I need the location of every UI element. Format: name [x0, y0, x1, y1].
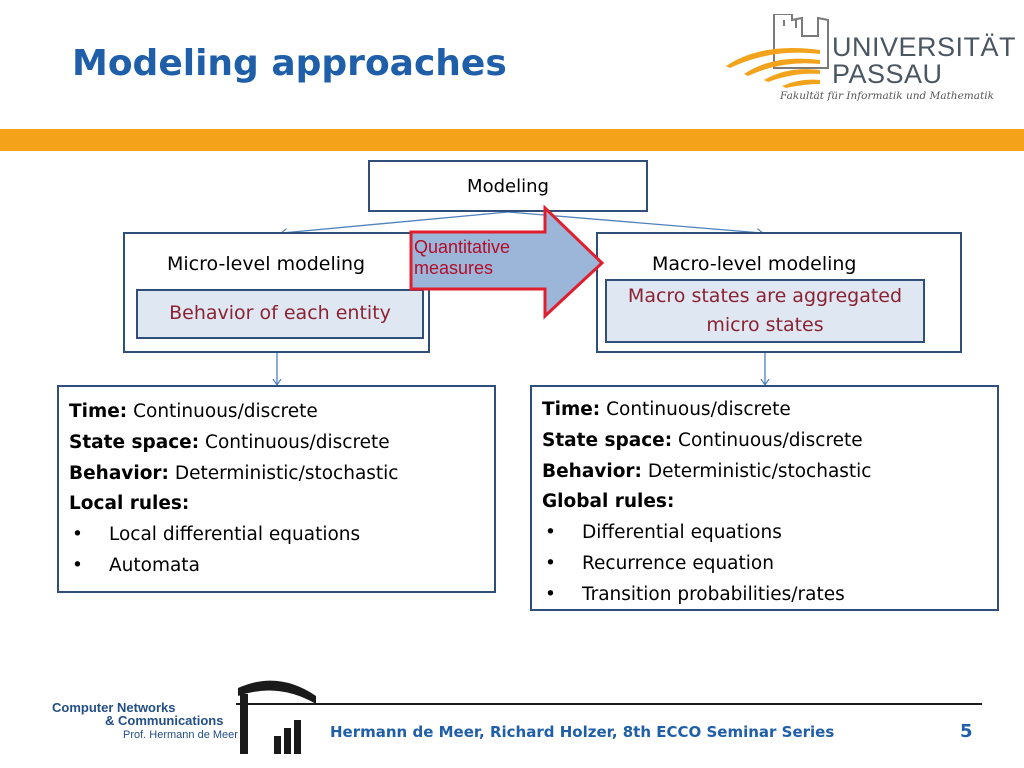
list-item: Differential equations	[542, 518, 997, 549]
university-name-line2: PASSAU	[832, 59, 943, 89]
micro-level-label: Micro-level modeling	[167, 253, 366, 275]
micro-inner-text: Behavior of each entity	[169, 302, 391, 325]
macro-inner-text-line2: micro states	[706, 314, 824, 336]
micro-state-row: State space: Continuous/discrete	[69, 431, 390, 453]
macro-behavior-row: Behavior: Deterministic/stochastic	[542, 460, 872, 482]
arrow-label: Quantitative measures	[414, 237, 510, 279]
macro-state-row: State space: Continuous/discrete	[542, 429, 863, 451]
micro-details-box: Time: Continuous/discrete State space: C…	[57, 385, 496, 593]
macro-inner-box: Macro states are aggregated micro states	[605, 279, 925, 343]
micro-time-row: Time: Continuous/discrete	[69, 401, 318, 422]
macro-details-box: Time: Continuous/discrete State space: C…	[530, 385, 999, 611]
micro-behavior-row: Behavior: Deterministic/stochastic	[69, 462, 399, 484]
modeling-root-label: Modeling	[467, 175, 549, 197]
group-name-line2: & Communications	[105, 713, 224, 728]
group-name-line1: Computer Networks	[52, 700, 176, 715]
modeling-root-box: Modeling	[368, 160, 648, 212]
header-accent-bar	[0, 129, 1024, 151]
macro-rules-heading: Global rules:	[542, 491, 675, 513]
faculty-name: Fakultät für Informatik und Mathematik	[780, 90, 994, 102]
list-item: Transition probabilities/rates	[542, 580, 997, 611]
university-logo-icon	[726, 14, 829, 88]
footer-authors: Hermann de Meer, Richard Holzer, 8th ECC…	[330, 723, 835, 741]
macro-level-label: Macro-level modeling	[652, 253, 857, 275]
quantitative-measures-arrow-icon	[409, 205, 605, 320]
macro-inner-text-line1: Macro states are aggregated	[627, 284, 903, 307]
group-logo-icon	[238, 680, 316, 754]
footer-divider	[236, 703, 982, 705]
arrow-label-line1: Quantitative	[414, 237, 511, 257]
list-item: Automata	[69, 551, 494, 582]
micro-rules-heading: Local rules:	[69, 493, 190, 515]
micro-level-box: Micro-level modeling Behavior of each en…	[123, 232, 430, 353]
slide-title: Modeling approaches	[72, 43, 507, 84]
micro-inner-box: Behavior of each entity	[136, 289, 424, 339]
group-name-line3: Prof. Hermann de Meer	[123, 729, 238, 741]
university-name-line1: UNIVERSITÄT	[832, 32, 1017, 62]
macro-level-box: Macro-level modeling Macro states are ag…	[596, 232, 962, 353]
page-number: 5	[960, 721, 973, 742]
macro-time-row: Time: Continuous/discrete	[542, 399, 791, 420]
list-item: Local differential equations	[69, 520, 494, 551]
arrow-label-line2: measures	[414, 258, 494, 278]
list-item: Recurrence equation	[542, 549, 997, 580]
university-logo-text: UNIVERSITÄT PASSAU	[832, 34, 1016, 88]
